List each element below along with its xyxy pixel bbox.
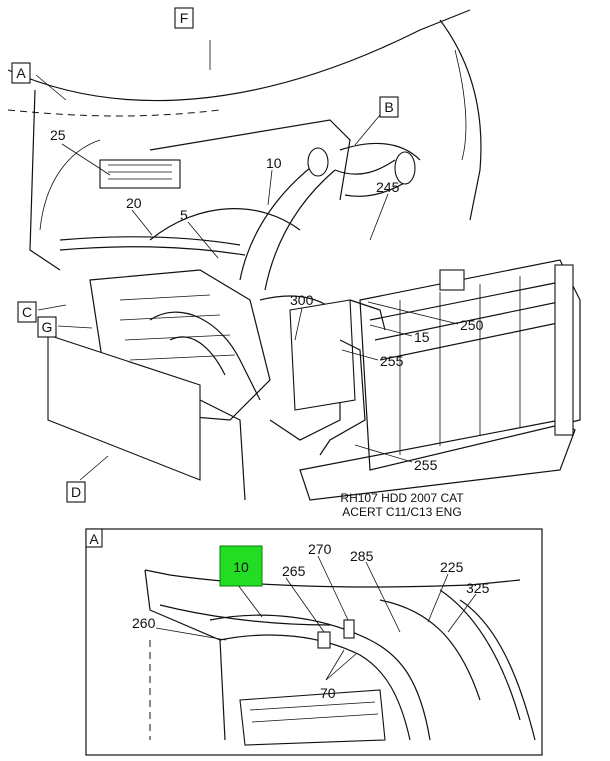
main-part-numbers: 25 10 245 20 5 300 250 15 255 255	[50, 127, 484, 473]
detail-clamp-270	[343, 619, 355, 639]
main-engine-view	[7, 9, 581, 501]
part-label-255-upper: 255	[380, 353, 404, 369]
detail-part-label-260: 260	[132, 615, 156, 631]
air-intake-box	[99, 159, 181, 189]
highlight-part-10[interactable]	[219, 545, 263, 587]
part-label-300: 300	[290, 292, 314, 308]
callout-box-g	[37, 316, 57, 338]
part-label-5: 5	[180, 207, 188, 223]
radiator	[359, 259, 581, 471]
detail-part-label-265: 265	[282, 563, 306, 579]
detail-part-label-270: 270	[308, 541, 332, 557]
part-label-250: 250	[460, 317, 484, 333]
part-label-25: 25	[50, 127, 66, 143]
callout-box-f	[174, 7, 194, 29]
detail-part-label-10: 10	[233, 559, 249, 575]
callout-c: C	[22, 304, 32, 320]
bumper-plate	[47, 334, 201, 481]
bracket-250	[289, 299, 356, 411]
hose-10	[239, 159, 321, 281]
main-callouts: F A B C G D	[11, 7, 399, 503]
detail-hose	[209, 614, 431, 741]
cowl-dashed-line	[7, 109, 221, 117]
detail-clamp-265	[317, 631, 331, 649]
part-label-245: 245	[376, 179, 400, 195]
detail-part-numbers: 270 285 265 225 325 260 70	[132, 541, 490, 701]
part-label-15: 15	[414, 329, 430, 345]
detail-part-label-325: 325	[466, 580, 490, 596]
radiator-lower-frame	[299, 419, 576, 501]
hood-edge	[7, 9, 471, 102]
detail-part-label-70: 70	[320, 685, 336, 701]
detail-label: A	[89, 531, 99, 547]
callout-f: F	[180, 10, 189, 26]
detail-part-label-225: 225	[440, 559, 464, 575]
part-label-255-lower: 255	[414, 457, 438, 473]
detail-label-box	[85, 528, 103, 548]
part-label-10: 10	[266, 155, 282, 171]
callout-box-c	[17, 301, 37, 323]
callout-b: B	[384, 99, 393, 115]
callout-d: D	[71, 484, 81, 500]
detail-hood	[144, 569, 521, 588]
turbo-elbow	[149, 311, 261, 401]
detail-part-label-285: 285	[350, 548, 374, 564]
right-fender	[439, 19, 482, 221]
caption-line-2: ACERT C11/C13 ENG	[342, 505, 461, 519]
callout-g: G	[42, 319, 53, 335]
callout-box-a	[11, 62, 31, 84]
detail-lower-box	[239, 689, 386, 746]
caption-line-1: RH107 HDD 2007 CAT	[340, 491, 464, 505]
firewall	[149, 119, 351, 201]
part-label-20: 20	[126, 195, 142, 211]
callout-box-d	[66, 481, 86, 503]
left-panel	[29, 89, 61, 271]
callout-a: A	[16, 65, 26, 81]
radiator-side-tank	[554, 264, 574, 436]
callout-box-b	[379, 96, 399, 118]
detail-a-view: A	[85, 528, 543, 756]
